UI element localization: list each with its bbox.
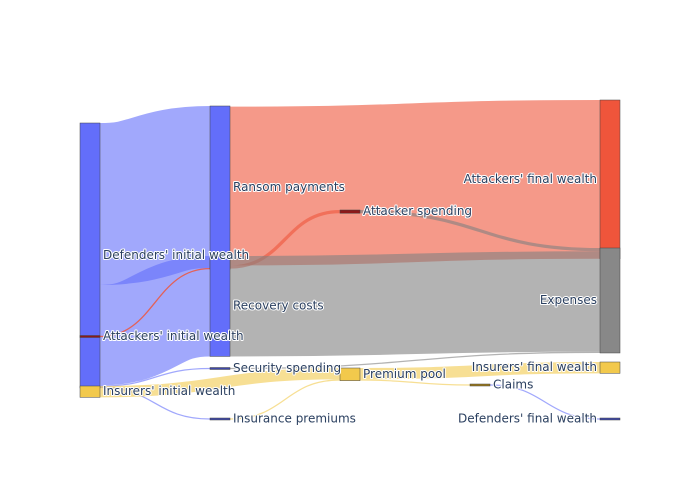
sankey-node-pool[interactable] [339,367,361,381]
sankey-link-attacker_spending-to-expenses[interactable] [359,210,601,252]
sankey-node-label-security: Security spending [233,361,341,375]
sankey-node-security[interactable] [209,367,231,370]
sankey-node-label-claims: Claims [493,378,533,392]
sankey-link-insurers_initial-to-pool[interactable] [99,368,341,398]
sankey-node-attackers_final[interactable] [599,99,621,260]
sankey-node-recovery[interactable] [209,255,231,357]
sankey-node-label-expenses: Expenses [540,293,597,307]
sankey-link-premiums-to-pool[interactable] [229,379,341,420]
sankey-link-pool-to-insurers_final[interactable] [359,362,601,380]
sankey-node-attackers_initial[interactable] [79,335,101,338]
sankey-node-label-attacker_spending: Attacker spending [363,204,472,218]
sankey-node-premiums[interactable] [209,417,231,421]
sankey-link-security-to-expenses[interactable] [229,351,601,370]
sankey-node-label-insurers_initial: Insurers' initial wealth [103,384,235,398]
sankey-node-label-defenders_final: Defenders' final wealth [458,412,597,426]
sankey-link-claims-to-defenders_final[interactable] [489,384,601,420]
sankey-node-defenders_initial[interactable] [79,122,101,389]
sankey-link-attackers_initial-to-ransom[interactable] [99,268,211,338]
sankey-node-label-pool: Premium pool [363,367,446,381]
sankey-node-label-defenders_initial: Defenders' initial wealth [103,248,249,262]
sankey-node-ransom[interactable] [209,105,231,270]
sankey-node-label-recovery: Recovery costs [233,299,324,313]
sankey-link-recovery-to-expenses[interactable] [229,251,601,357]
sankey-link-defenders_initial-to-security[interactable] [99,367,211,387]
sankey-node-defenders_final[interactable] [599,417,621,421]
sankey-link-ransom-to-attackers_final[interactable] [229,100,601,266]
sankey-node-insurers_final[interactable] [599,361,621,374]
sankey-link-pool-to-claims[interactable] [359,379,471,386]
sankey-node-label-insurers_final: Insurers' final wealth [472,360,597,374]
sankey-node-label-ransom: Ransom payments [233,180,345,194]
sankey-node-insurers_initial[interactable] [79,385,101,398]
sankey-link-defenders_initial-to-ransom[interactable] [97,106,213,285]
sankey-node-expenses[interactable] [599,247,621,354]
sankey-nodes [79,99,621,421]
sankey-node-claims[interactable] [469,383,491,387]
sankey-node-label-premiums: Insurance premiums [233,412,356,426]
sankey-node-label-attackers_final: Attackers' final wealth [464,172,597,186]
sankey-links [97,100,601,420]
sankey-node-attacker_spending[interactable] [339,209,361,214]
sankey-node-label-attackers_initial: Attackers' initial wealth [103,329,244,343]
